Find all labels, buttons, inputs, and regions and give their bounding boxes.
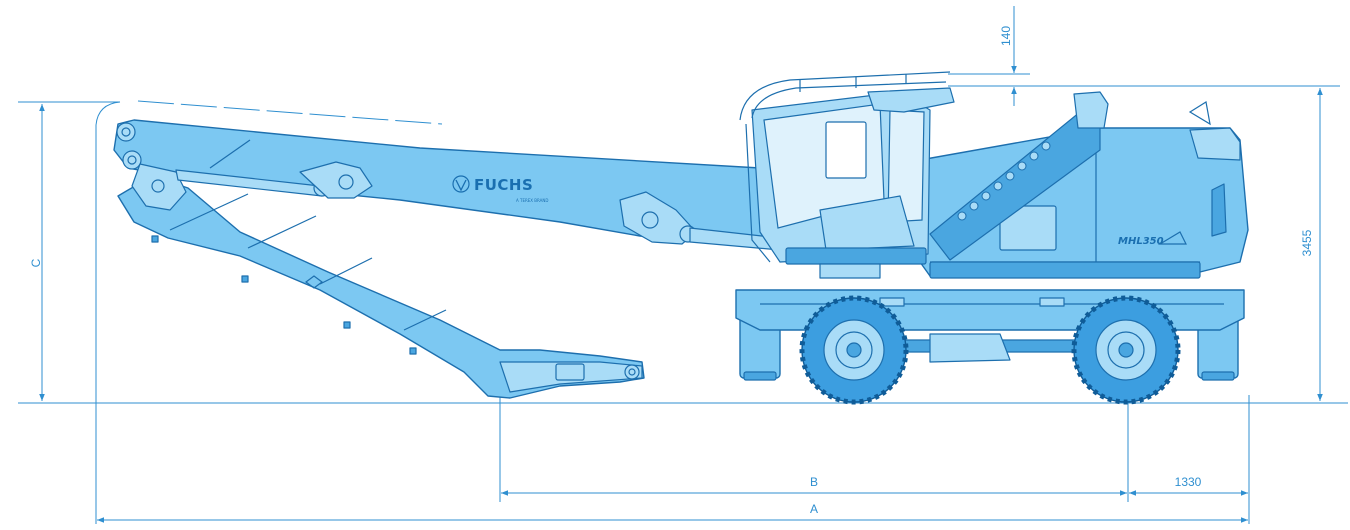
dimension-c-label: C (29, 258, 43, 267)
fuchs-logo: FUCHS A TEREX BRAND (452, 175, 548, 203)
dimension-b-label: B (810, 475, 818, 489)
front-wheel (799, 295, 909, 405)
brand-name: FUCHS (474, 176, 533, 194)
boom-tip-extension (95, 101, 121, 524)
cab-lift-arm (929, 91, 1109, 261)
operator-cab (739, 71, 955, 279)
boom-arc-dash (137, 100, 443, 125)
dimension-cab-clearance-label: 140 (999, 26, 1013, 46)
dimension-rear-overhang-label: 1330 (1175, 475, 1202, 489)
dimension-height-label: 3455 (1300, 229, 1314, 256)
boom-bracket (299, 161, 373, 199)
material-handler-machine: FUCHS A TEREX BRAND (113, 71, 1249, 405)
boom (113, 119, 781, 251)
upper-structure: MHL350 (919, 101, 1249, 279)
brand-subtitle: A TEREX BRAND (516, 198, 548, 203)
rear-wheel (1071, 295, 1181, 405)
dimension-a-label: A (810, 502, 818, 516)
lift-arm-beam (929, 111, 1101, 261)
model-badge: MHL350 (1118, 236, 1164, 247)
